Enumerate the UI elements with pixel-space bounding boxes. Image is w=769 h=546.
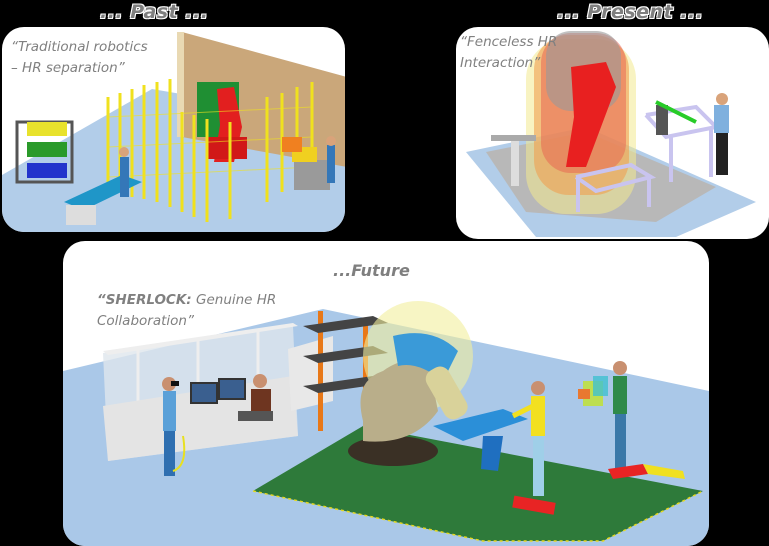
- panel-past: “Traditional robotics – HR separation”: [2, 27, 345, 232]
- caption-future: “SHERLOCK: Genuine HR Collaboration”: [97, 292, 277, 329]
- past-scene-illustration: [2, 32, 345, 232]
- panel-future: ...Future “SHERLOCK: Genuine HR Collabor…: [63, 241, 709, 546]
- future-scene-illustration: [63, 301, 709, 546]
- caption-present: “Fenceless HR Interaction”: [460, 34, 558, 71]
- caption-past: “Traditional robotics – HR separation”: [11, 39, 148, 76]
- panel-present: “Fenceless HR Interaction”: [456, 27, 769, 239]
- present-scene-illustration: [466, 31, 756, 237]
- heading-future: ...Future: [333, 261, 410, 280]
- heading-present: ... Present ...: [557, 1, 704, 23]
- heading-past: ... Past ...: [100, 1, 209, 23]
